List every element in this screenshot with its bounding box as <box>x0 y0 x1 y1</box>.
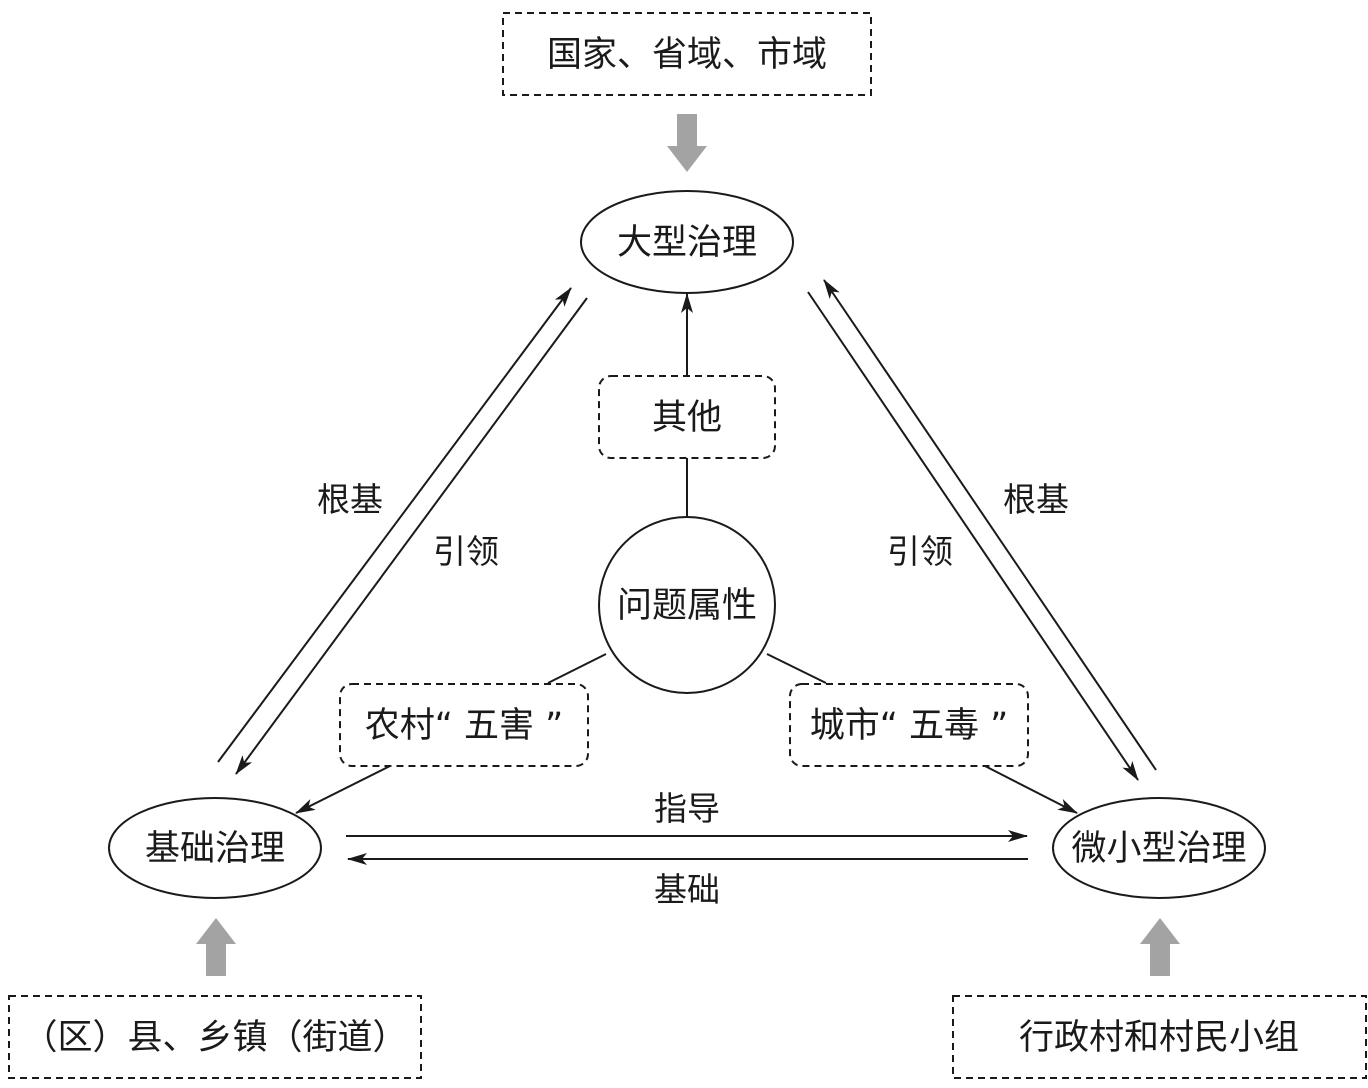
right-level-arrow <box>1140 918 1180 976</box>
right-lead-arrow <box>807 291 1139 781</box>
right-level-label: 行政村和村民小组 <box>1019 1018 1299 1058</box>
micro-governance-label: 微小型治理 <box>1071 829 1246 869</box>
other-category-label: 其他 <box>652 398 722 438</box>
right-foundation-label: 根基 <box>1003 480 1069 519</box>
problem-attribute-label: 问题属性 <box>617 586 757 626</box>
right-foundation-arrow <box>823 279 1157 771</box>
large-governance-node <box>580 190 794 294</box>
basic-governance-node <box>108 797 322 899</box>
micro-governance-node <box>1052 797 1266 899</box>
right-lead-label: 引领 <box>887 532 953 571</box>
left-level-label: （区）县、乡镇（街道） <box>22 1018 407 1058</box>
urban-to-micro-arrow <box>984 765 1078 814</box>
urban-category-label: 城市“ 五毒 ” <box>810 706 1009 746</box>
rural-category-label: 农村“ 五害 ” <box>365 706 564 746</box>
base-label: 基础 <box>654 870 720 909</box>
left-lead-label: 引领 <box>433 532 499 571</box>
problem-attribute-node <box>598 516 776 694</box>
left-level-box <box>8 995 422 1079</box>
guide-label: 指导 <box>654 789 720 828</box>
right-level-box <box>952 995 1367 1079</box>
basic-governance-label: 基础治理 <box>145 829 285 869</box>
center-to-urban-line <box>766 653 827 684</box>
left-lead-arrow <box>235 297 588 775</box>
rural-category-box <box>339 683 589 767</box>
left-level-arrow <box>196 918 236 976</box>
center-to-rural-line <box>547 653 607 684</box>
rural-to-basic-arrow <box>295 765 391 814</box>
left-foundation-label: 根基 <box>317 480 383 519</box>
other-category-box <box>598 375 776 459</box>
top-level-label: 国家、省域、市域 <box>547 35 827 75</box>
top-level-arrow <box>667 114 707 172</box>
top-level-box <box>502 12 872 96</box>
left-foundation-arrow <box>217 287 572 763</box>
large-governance-label: 大型治理 <box>617 223 757 263</box>
urban-category-box <box>789 683 1029 767</box>
